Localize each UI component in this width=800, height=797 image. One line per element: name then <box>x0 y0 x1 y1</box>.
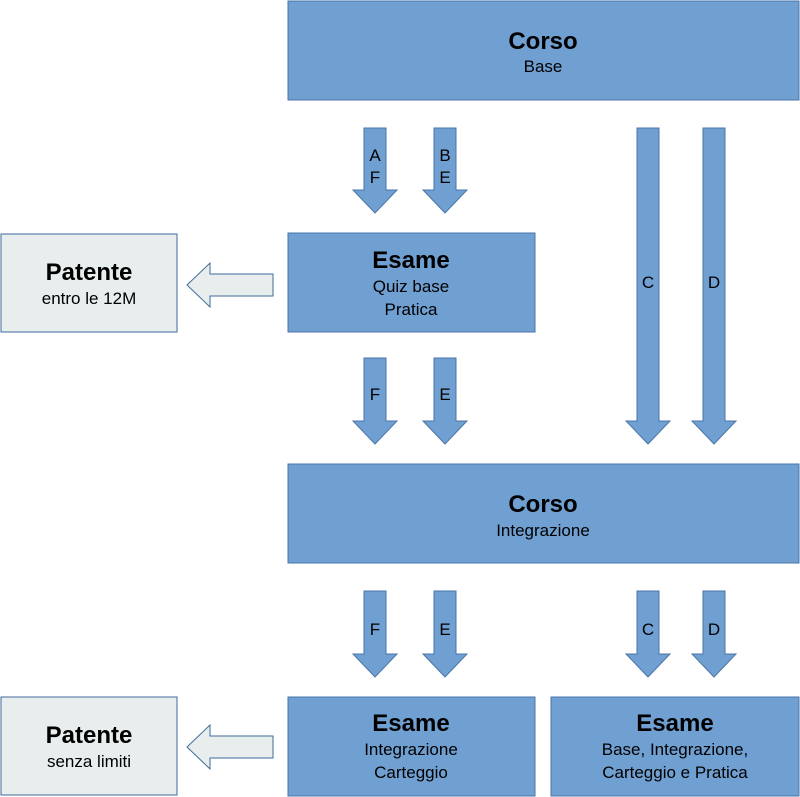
node-patente-limiti-title: Patente <box>46 722 133 749</box>
node-esame-completo: Esame Base, Integrazione, Carteggio e Pr… <box>550 696 800 797</box>
node-esame-base-line-2: Pratica <box>385 300 438 319</box>
node-corso-base-title: Corso <box>508 28 577 55</box>
node-esame-integrazione: Esame Integrazione Carteggio <box>287 696 536 797</box>
arrow-integr-to-completo-c: C <box>624 590 672 678</box>
node-esame-integrazione-line-2: Carteggio <box>374 763 448 782</box>
arrow-label-a: A <box>369 146 381 165</box>
arrow-label-c-bottom: C <box>642 620 654 639</box>
arrow-label-d-bottom: D <box>708 620 720 639</box>
arrow-esame-to-integr-e: E <box>421 357 469 445</box>
node-corso-base: Corso Base <box>287 0 800 101</box>
node-patente-12m-title: Patente <box>46 259 133 286</box>
node-esame-integrazione-line-1: Integrazione <box>364 740 458 759</box>
node-corso-integrazione-title: Corso <box>508 491 577 518</box>
arrow-label-f-mid: F <box>370 385 380 404</box>
arrow-to-patente-12m <box>186 261 274 309</box>
node-patente-12m-line-1: entro le 12M <box>42 289 137 308</box>
node-corso-base-line-1: Base <box>524 57 563 76</box>
node-esame-completo-line-2: Carteggio e Pratica <box>602 763 748 782</box>
arrow-to-patente-limiti <box>186 723 274 771</box>
arrow-integr-to-completo-d: D <box>690 590 738 678</box>
node-patente-limiti: Patente senza limiti <box>0 696 178 796</box>
node-esame-completo-line-1: Base, Integrazione, <box>602 740 748 759</box>
node-esame-completo-title: Esame <box>636 710 713 737</box>
node-esame-base-title: Esame <box>372 247 449 274</box>
arrow-corso-to-esame-be: B E <box>421 127 469 214</box>
arrow-label-f-bottom: F <box>370 620 380 639</box>
arrow-label-f: F <box>370 168 380 187</box>
arrow-esame-to-integr-f: F <box>351 357 399 445</box>
arrow-label-d: D <box>708 273 720 292</box>
arrow-corso-to-esame-af: A F <box>351 127 399 214</box>
arrow-long-d: D <box>690 127 738 445</box>
arrow-label-e-bottom: E <box>439 620 450 639</box>
node-patente-12m: Patente entro le 12M <box>0 233 178 333</box>
arrow-label-e: E <box>439 168 450 187</box>
node-esame-base-line-1: Quiz base <box>373 277 450 296</box>
node-corso-integrazione: Corso Integrazione <box>287 463 800 564</box>
arrow-label-c: C <box>642 273 654 292</box>
node-esame-base: Esame Quiz base Pratica <box>287 232 536 333</box>
arrow-long-c: C <box>624 127 672 445</box>
node-corso-integrazione-line-1: Integrazione <box>496 521 590 540</box>
arrow-integr-to-esame-e: E <box>421 590 469 678</box>
arrow-label-b: B <box>439 146 450 165</box>
node-patente-limiti-line-1: senza limiti <box>47 752 131 771</box>
node-esame-integrazione-title: Esame <box>372 710 449 737</box>
arrow-integr-to-esame-f: F <box>351 590 399 678</box>
arrow-label-e-mid: E <box>439 385 450 404</box>
